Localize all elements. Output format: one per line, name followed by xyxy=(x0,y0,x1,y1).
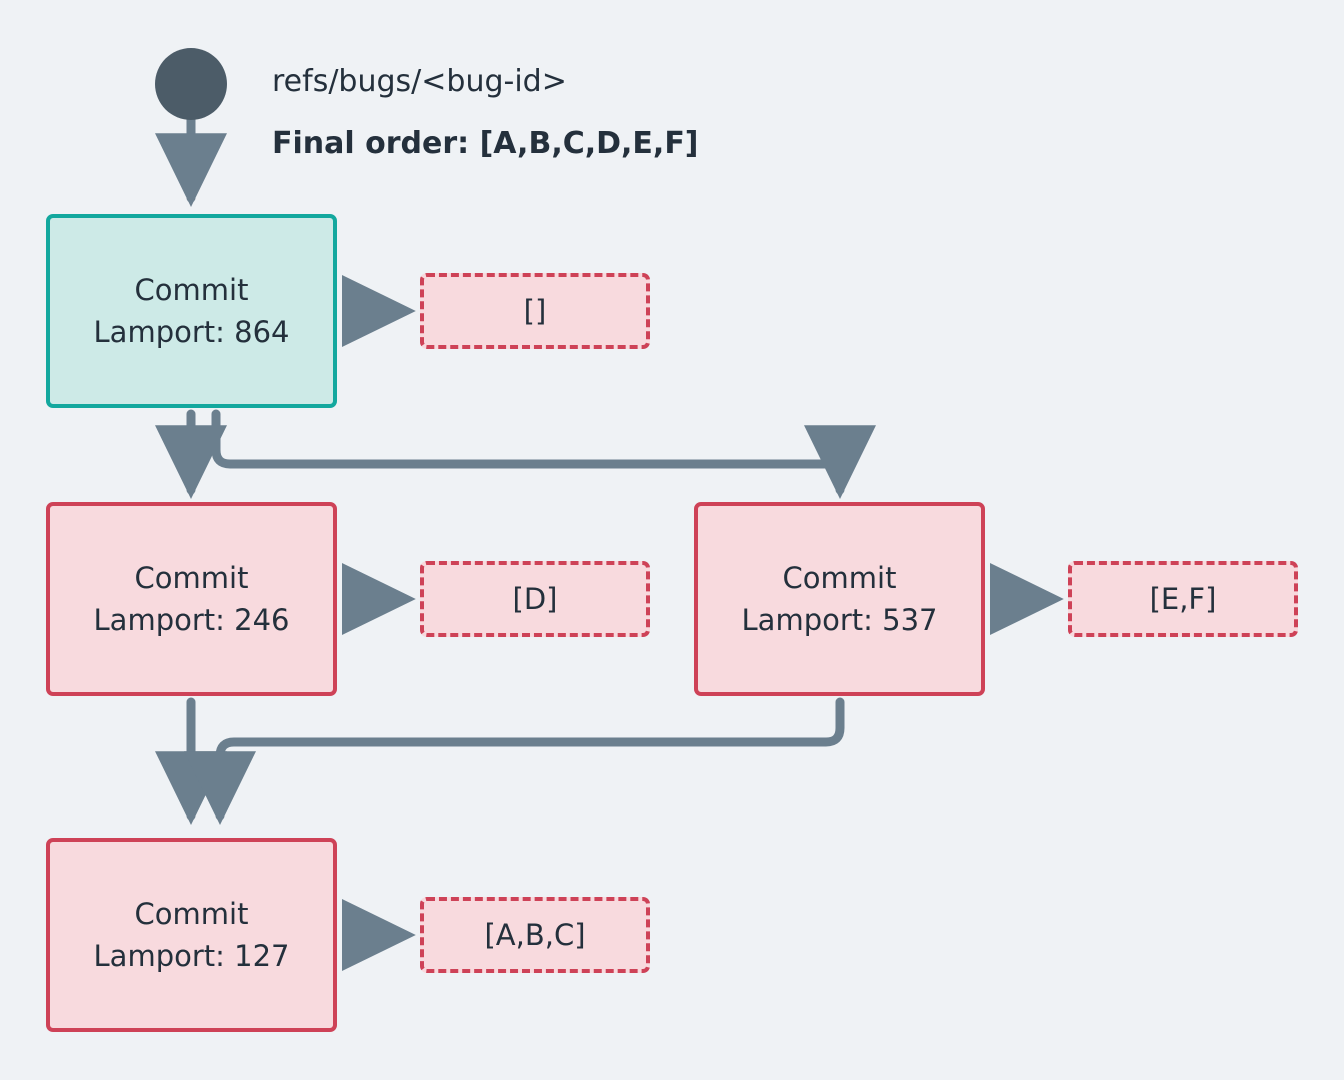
commit-node-537-line2: Lamport: 537 xyxy=(741,603,938,637)
ops-node-ef[interactable]: [E,F] xyxy=(1068,561,1298,637)
ops-node-d-label: [D] xyxy=(512,581,558,616)
commit-node-127-line1: Commit xyxy=(134,896,249,931)
ref-label: refs/bugs/<bug-id> xyxy=(272,64,567,99)
ops-node-empty[interactable]: [] xyxy=(420,273,650,349)
ops-node-empty-label: [] xyxy=(523,293,547,328)
commit-node-537[interactable]: Commit Lamport: 537 xyxy=(694,502,985,696)
ops-node-d[interactable]: [D] xyxy=(420,561,650,637)
final-order-label: Final order: [A,B,C,D,E,F] xyxy=(272,126,699,161)
commit-node-127[interactable]: Commit Lamport: 127 xyxy=(46,838,337,1032)
commit-node-864-line2: Lamport: 864 xyxy=(93,315,290,349)
commit-node-537-line1: Commit xyxy=(782,560,897,595)
commit-node-246-line2: Lamport: 246 xyxy=(93,603,290,637)
commit-node-864-line1: Commit xyxy=(134,272,249,307)
commit-node-127-line2: Lamport: 127 xyxy=(93,939,290,973)
edge-537-to-127 xyxy=(184,697,845,826)
edge-864-to-537 xyxy=(211,409,876,500)
commit-node-246[interactable]: Commit Lamport: 246 xyxy=(46,502,337,696)
commit-node-864[interactable]: Commit Lamport: 864 xyxy=(46,214,337,408)
ops-node-abc-label: [A,B,C] xyxy=(484,917,586,952)
start-dot xyxy=(155,48,227,120)
commit-node-246-line1: Commit xyxy=(134,560,249,595)
ops-node-ef-label: [E,F] xyxy=(1149,581,1217,616)
ops-node-abc[interactable]: [A,B,C] xyxy=(420,897,650,973)
